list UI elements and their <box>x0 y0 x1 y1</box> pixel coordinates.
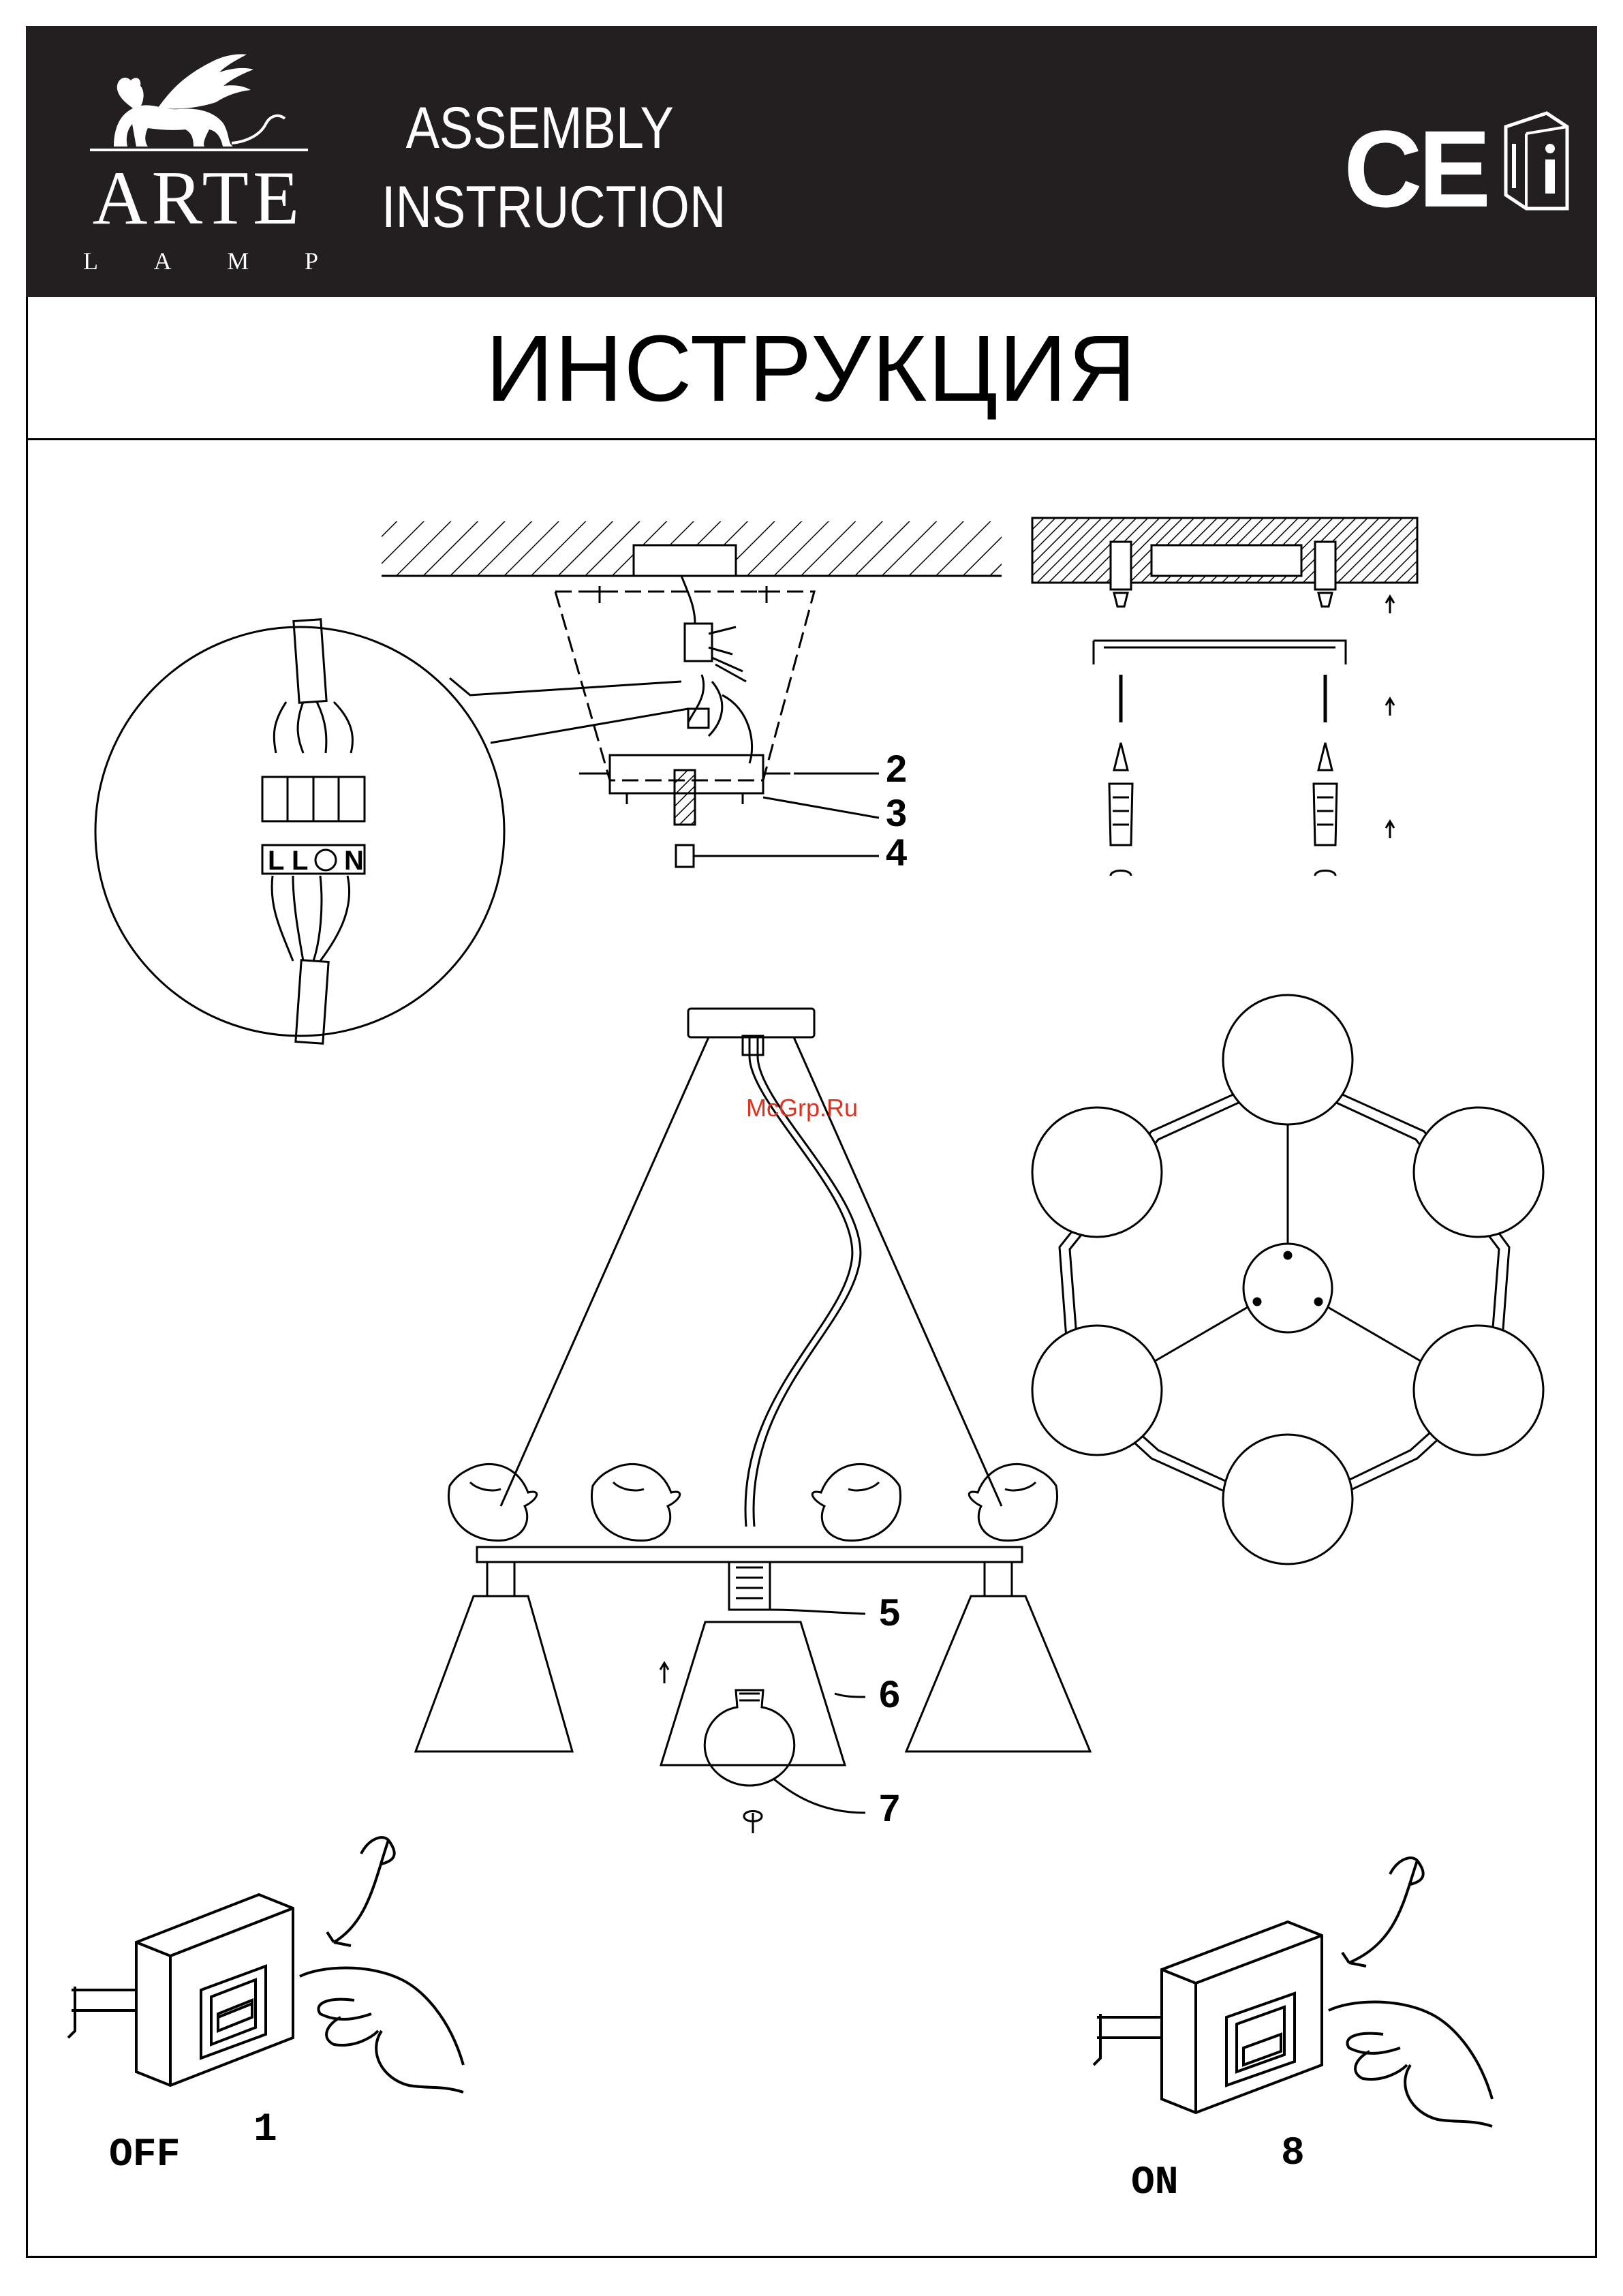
callout-7: 7 <box>879 1786 900 1829</box>
terminal-label-l1: L <box>268 846 284 876</box>
switch-off-diagram <box>68 1837 463 2092</box>
terminal-label-l2: L <box>292 846 308 876</box>
callout-6: 6 <box>879 1672 900 1715</box>
chandelier-drawing <box>416 1009 1090 1833</box>
callout-5: 5 <box>879 1591 900 1634</box>
watermark: McGrp.Ru <box>746 1094 858 1122</box>
on-label: ON <box>1131 2161 1179 2205</box>
callout-4: 4 <box>886 831 907 874</box>
bracket-mount-diagram <box>1032 518 1417 876</box>
terminal-label-n: N <box>344 846 364 876</box>
terminal-zoom-circle <box>95 619 504 1043</box>
ground-symbol-icon <box>315 850 336 870</box>
step-8-label: 8 <box>1281 2132 1305 2176</box>
off-label: OFF <box>109 2133 180 2177</box>
step-1-label: 1 <box>253 2108 277 2152</box>
switch-on-diagram <box>1094 1858 1492 2126</box>
chandelier-top-view <box>1032 995 1543 1564</box>
ceiling-mount-diagram <box>382 521 1002 867</box>
callout-3: 3 <box>886 791 907 834</box>
callout-2: 2 <box>886 747 907 790</box>
